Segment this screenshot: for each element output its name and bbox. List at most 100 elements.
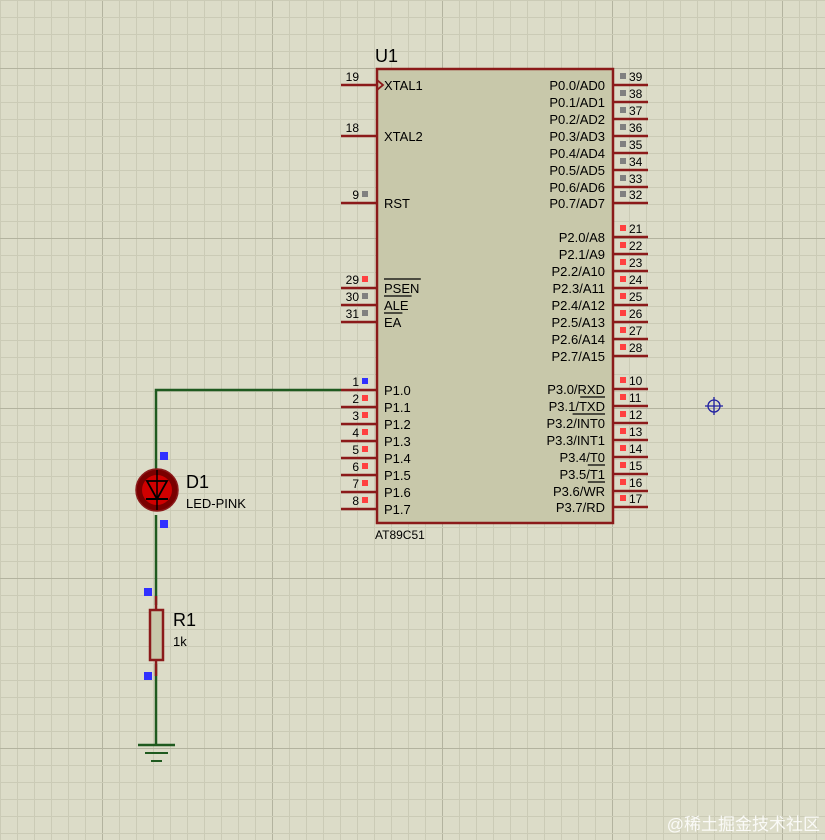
- pin-state-marker: [620, 344, 626, 350]
- pin-label: P1.6: [384, 485, 411, 500]
- pin-state-marker: [362, 395, 368, 401]
- resistor-pin-marker-bottom: [144, 672, 152, 680]
- pin-label: XTAL2: [384, 129, 423, 144]
- pin-number: 9: [352, 188, 359, 202]
- resistor-body[interactable]: [148, 608, 165, 662]
- pin-state-marker: [620, 428, 626, 434]
- pin-state-marker: [620, 90, 626, 96]
- pin-number: 37: [629, 104, 643, 118]
- pin-label: P3.2/INT0: [546, 416, 605, 431]
- pin-state-marker: [620, 124, 626, 130]
- pin-p1-1[interactable]: 2P1.1: [341, 392, 411, 415]
- pin-state-marker: [620, 175, 626, 181]
- pin-number: 27: [629, 324, 643, 338]
- chip-right-pins: 39P0.0/AD038P0.1/AD137P0.2/AD236P0.3/AD3…: [546, 70, 648, 515]
- pin-label: P1.7: [384, 502, 411, 517]
- chip-body[interactable]: [375, 67, 615, 525]
- pin-label: P3.5/T1: [559, 467, 605, 482]
- led-pin-marker-top: [160, 452, 168, 460]
- pin-state-marker: [362, 191, 368, 197]
- ground-icon[interactable]: [138, 743, 175, 762]
- pin-number: 2: [352, 392, 359, 406]
- pin-label: P0.3/AD3: [549, 129, 605, 144]
- pin-label: P3.6/WR: [553, 484, 605, 499]
- pin-p1-3[interactable]: 4P1.3: [341, 426, 411, 449]
- led-d1[interactable]: D1 LED-PINK: [135, 452, 246, 528]
- led-value-label: LED-PINK: [186, 496, 246, 511]
- pin-label: P2.6/A14: [552, 332, 606, 347]
- pin-state-marker: [620, 327, 626, 333]
- wire-net[interactable]: [154, 388, 341, 744]
- pin-p1-7[interactable]: 8P1.7: [341, 494, 411, 517]
- clock-arrow-icon: [376, 79, 385, 91]
- pin-label: P1.5: [384, 468, 411, 483]
- pin-p1-0[interactable]: 1P1.0: [341, 375, 411, 398]
- pin-state-marker: [620, 107, 626, 113]
- pin-label: P2.7/A15: [552, 349, 606, 364]
- pin-p1-2[interactable]: 3P1.2: [341, 409, 411, 432]
- pin-p1-4[interactable]: 5P1.4: [341, 443, 411, 466]
- wire-p10-to-led[interactable]: [154, 388, 341, 470]
- resistor-r1[interactable]: R1 1k: [144, 588, 196, 680]
- pin-state-marker: [362, 446, 368, 452]
- pin-number: 12: [629, 408, 643, 422]
- pin-state-marker: [620, 445, 626, 451]
- pin-label: P2.2/A10: [552, 264, 606, 279]
- pin-p1-6[interactable]: 7P1.6: [341, 477, 411, 500]
- chip-u1[interactable]: U1 AT89C51 19XTAL118XTAL29RST29PSEN30ALE…: [341, 46, 648, 542]
- resistor-ref-label: R1: [173, 610, 196, 630]
- pin-state-marker: [620, 276, 626, 282]
- pin-number: 23: [629, 256, 643, 270]
- pin-state-marker: [620, 259, 626, 265]
- pin-state-marker: [620, 225, 626, 231]
- pin-number: 14: [629, 442, 643, 456]
- pin-number: 6: [352, 460, 359, 474]
- pin-number: 21: [629, 222, 643, 236]
- pin-p1-5[interactable]: 6P1.5: [341, 460, 411, 483]
- pin-number: 18: [346, 121, 360, 135]
- pin-label: PSEN: [384, 281, 419, 296]
- pin-label: P0.5/AD5: [549, 163, 605, 178]
- pin-label: P1.3: [384, 434, 411, 449]
- pin-state-marker: [620, 394, 626, 400]
- pin-number: 1: [352, 375, 359, 389]
- pin-state-marker: [620, 191, 626, 197]
- pin-number: 32: [629, 188, 643, 202]
- pin-number: 3: [352, 409, 359, 423]
- pin-number: 33: [629, 172, 643, 186]
- pin-state-marker: [620, 73, 626, 79]
- pin-number: 29: [346, 273, 360, 287]
- pin-state-marker: [620, 479, 626, 485]
